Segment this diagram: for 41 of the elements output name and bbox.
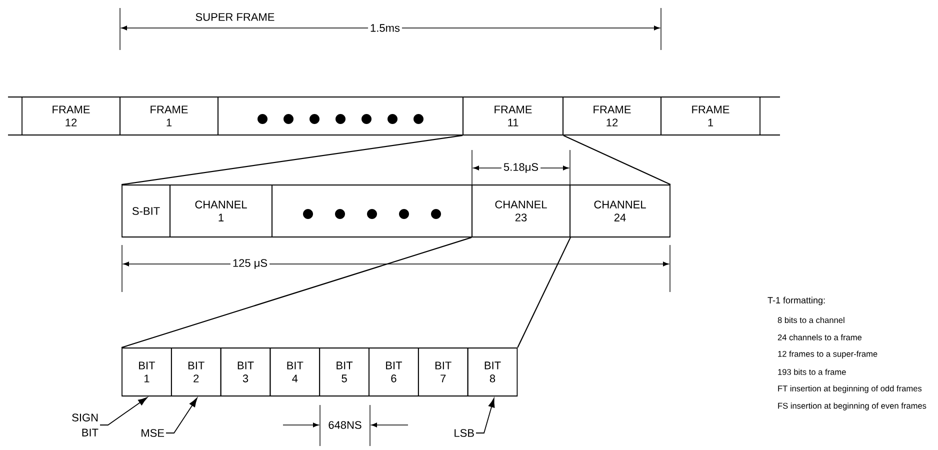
ellipsis-box xyxy=(218,96,464,136)
note-heading: T-1 formatting: xyxy=(768,296,825,306)
note-line: 12 frames to a super-frame xyxy=(778,350,878,358)
bit-cell: BIT 3 xyxy=(220,348,271,396)
note-line: 8 bits to a channel xyxy=(778,316,844,324)
leader-text: SIGN BIT xyxy=(72,414,98,436)
frame-cell: FRAME 12 xyxy=(22,96,120,136)
dimension-label: SUPER FRAME xyxy=(196,13,274,21)
note-line: 24 channels to a frame xyxy=(778,334,862,340)
frame-cell: FRAME 1 xyxy=(660,96,760,136)
expansion-line xyxy=(121,134,463,186)
leader-line xyxy=(476,398,495,434)
bit-cell: BIT 2 xyxy=(170,348,222,396)
expansion-line xyxy=(121,236,472,348)
expansion-line xyxy=(517,237,571,348)
channel-cell: CHANNEL 1 xyxy=(170,184,272,238)
dimension-label: 5.18μS xyxy=(501,161,541,175)
leader-line xyxy=(166,398,198,434)
dimension-label: 1.5ms xyxy=(368,22,402,34)
note-line: 193 bits to a frame xyxy=(778,368,846,375)
note-line: FS insertion at beginning of even frames xyxy=(778,402,926,410)
leader-text: LSB xyxy=(454,429,474,437)
dimension-label: 125 μS xyxy=(230,257,270,271)
expansion-line xyxy=(563,134,671,186)
channel-cell: CHANNEL 23 xyxy=(472,184,570,238)
ellipsis-box xyxy=(272,184,472,238)
bit-cell: BIT 6 xyxy=(368,348,419,396)
bit-cell: BIT 1 xyxy=(122,348,172,396)
dimension-label: 648NS xyxy=(326,419,364,431)
channel-cell: CHANNEL 24 xyxy=(570,184,670,238)
leader-text: MSE xyxy=(142,429,164,437)
leader-line xyxy=(100,397,148,426)
channel-cell: S-BIT xyxy=(122,184,170,238)
note-line: FT insertion at beginning of odd frames xyxy=(778,385,922,394)
bit-cell: BIT 8 xyxy=(467,348,518,396)
bit-cell: BIT 5 xyxy=(319,348,370,396)
frame-cell: FRAME 1 xyxy=(120,96,218,136)
frame-cell: FRAME 12 xyxy=(562,96,662,136)
frame-cell: FRAME 11 xyxy=(462,96,564,136)
bit-cell: BIT 7 xyxy=(418,348,468,396)
bit-cell: BIT 4 xyxy=(270,348,320,396)
